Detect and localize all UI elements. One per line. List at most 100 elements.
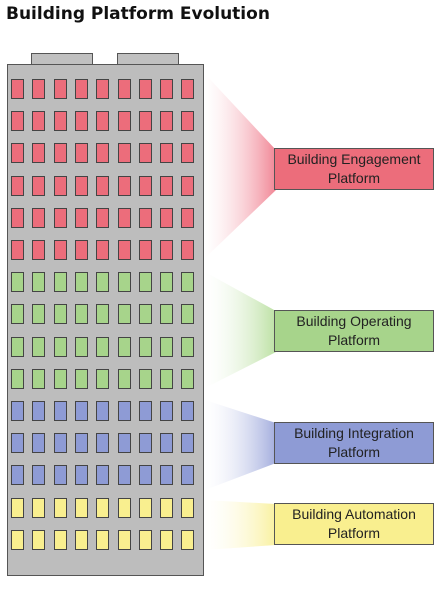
- engagement-window: [117, 240, 131, 260]
- building: [7, 64, 204, 576]
- operating-window: [96, 368, 110, 389]
- operating-window: [96, 272, 110, 293]
- operating-window: [160, 304, 174, 325]
- operating-window: [138, 304, 152, 325]
- automation-window: [96, 497, 110, 518]
- engagement-window: [53, 175, 67, 196]
- operating-window: [53, 304, 67, 325]
- operating-window: [117, 368, 131, 389]
- integration-window: [160, 401, 174, 421]
- integration-window: [138, 433, 152, 454]
- integration-window: [32, 433, 46, 454]
- operating-window: [32, 368, 46, 389]
- engagement-window: [117, 111, 131, 132]
- engagement-window: [160, 79, 174, 99]
- operating-window: [74, 304, 88, 325]
- operating-platform-label: Building Operating Platform: [274, 310, 434, 352]
- engagement-window: [32, 143, 46, 164]
- integration-window: [96, 401, 110, 421]
- operating-window: [181, 336, 195, 357]
- automation-window: [11, 497, 24, 518]
- engagement-window: [181, 143, 195, 164]
- integration-window: [11, 401, 24, 421]
- integration-window: [74, 433, 88, 454]
- engagement-window: [11, 111, 24, 132]
- operating-window: [117, 336, 131, 357]
- integration-window: [138, 465, 152, 486]
- automation-window: [160, 497, 174, 518]
- automation-window: [181, 529, 195, 550]
- engagement-window: [74, 240, 88, 260]
- engagement-window: [181, 207, 195, 228]
- integration-window: [74, 401, 88, 421]
- engagement-window: [96, 207, 110, 228]
- engagement-window: [74, 111, 88, 132]
- engagement-window: [160, 143, 174, 164]
- integration-window: [117, 465, 131, 486]
- automation-window: [117, 529, 131, 550]
- operating-window: [96, 304, 110, 325]
- engagement-window: [117, 207, 131, 228]
- integration-window: [138, 401, 152, 421]
- integration-window: [53, 401, 67, 421]
- integration-window: [32, 465, 46, 486]
- engagement-window: [74, 79, 88, 99]
- integration-window: [160, 433, 174, 454]
- operating-window: [160, 272, 174, 293]
- engagement-window: [96, 175, 110, 196]
- operating-window: [181, 368, 195, 389]
- engagement-window: [138, 143, 152, 164]
- operating-window: [53, 368, 67, 389]
- engagement-window: [53, 79, 67, 99]
- automation-window: [96, 529, 110, 550]
- engagement-window: [11, 240, 24, 260]
- integration-window: [117, 433, 131, 454]
- integration-window: [117, 401, 131, 421]
- engagement-window: [32, 79, 46, 99]
- page-title: Building Platform Evolution: [6, 4, 270, 24]
- operating-window: [181, 272, 195, 293]
- integration-window: [96, 433, 110, 454]
- engagement-window: [96, 240, 110, 260]
- automation-platform-label: Building Automation Platform: [274, 503, 434, 545]
- automation-window: [11, 529, 24, 550]
- engagement-window: [160, 207, 174, 228]
- operating-window: [32, 336, 46, 357]
- engagement-window: [32, 240, 46, 260]
- automation-window: [160, 529, 174, 550]
- operating-window: [138, 272, 152, 293]
- engagement-window: [11, 79, 24, 99]
- operating-window: [74, 336, 88, 357]
- engagement-window: [160, 240, 174, 260]
- operating-beam: [205, 272, 276, 388]
- engagement-window: [74, 143, 88, 164]
- operating-window: [117, 304, 131, 325]
- integration-window: [181, 401, 195, 421]
- integration-window: [160, 465, 174, 486]
- engagement-window: [138, 111, 152, 132]
- automation-window: [138, 497, 152, 518]
- engagement-window: [117, 175, 131, 196]
- integration-platform-label: Building Integration Platform: [274, 422, 434, 464]
- engagement-window: [53, 207, 67, 228]
- operating-window: [11, 336, 24, 357]
- integration-beam: [205, 400, 276, 490]
- engagement-window: [53, 111, 67, 132]
- engagement-window: [181, 111, 195, 132]
- operating-window: [96, 336, 110, 357]
- integration-window: [32, 401, 46, 421]
- engagement-platform-label: Building Engagement Platform: [274, 148, 434, 190]
- engagement-window: [181, 240, 195, 260]
- operating-window: [117, 272, 131, 293]
- engagement-window: [32, 175, 46, 196]
- operating-window: [74, 368, 88, 389]
- operating-window: [11, 304, 24, 325]
- operating-window: [74, 272, 88, 293]
- engagement-window: [117, 143, 131, 164]
- integration-window: [181, 465, 195, 486]
- operating-window: [32, 272, 46, 293]
- engagement-window: [138, 240, 152, 260]
- integration-window: [96, 465, 110, 486]
- automation-window: [32, 497, 46, 518]
